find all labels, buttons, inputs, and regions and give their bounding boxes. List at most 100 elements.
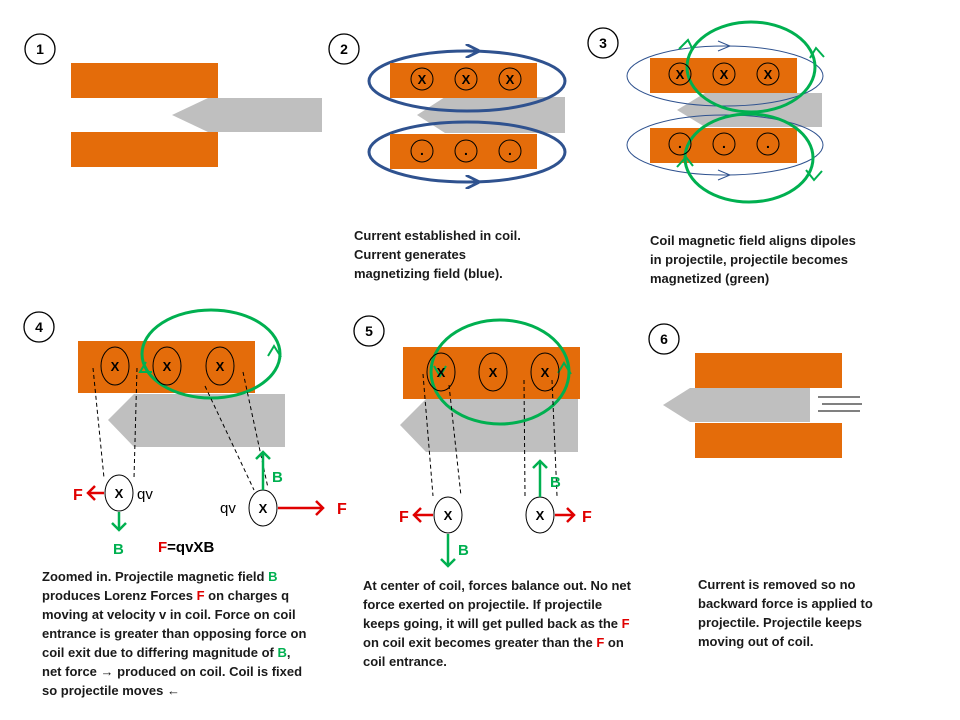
motion-lines <box>818 396 862 412</box>
projectile <box>663 388 810 422</box>
coil-top <box>390 63 537 98</box>
panel-5: 5 X X X X F B <box>353 315 592 568</box>
projectile <box>400 399 578 452</box>
current-into-symbols: X X X <box>100 346 235 386</box>
caption-line: entrance is greater than opposing force … <box>42 626 307 641</box>
field-loop-top <box>626 45 824 107</box>
step-number-circle <box>587 27 619 59</box>
charge-x: X <box>259 501 268 516</box>
current-into-symbols: X X X <box>426 352 560 392</box>
caption-line: moving at velocity v in coil. Force on c… <box>42 607 296 622</box>
current-into-x: X <box>163 359 172 374</box>
caption-line: Current established in coil. <box>354 228 521 243</box>
step-number-circle <box>24 33 56 65</box>
panel-3: 3 X X X . . . <box>587 20 825 204</box>
charge-x: X <box>115 486 124 501</box>
current-into-x: X <box>418 72 427 87</box>
caption-line: Current generates <box>354 247 466 262</box>
projectile <box>108 394 285 447</box>
charge-left: X F B <box>399 496 469 568</box>
current-out-symbols: . . . <box>668 132 780 156</box>
caption-line: Zoomed in. Projectile magnetic field B <box>42 569 278 584</box>
caption-line: coil entrance. <box>363 654 447 669</box>
caption-line: on coil exit becomes greater than the F … <box>363 635 624 650</box>
coil-top <box>695 353 842 388</box>
coil-top <box>71 63 218 98</box>
charge-x: X <box>444 508 453 523</box>
panel-6: 6 <box>648 323 862 458</box>
charge-right: X F B <box>525 459 592 534</box>
caption-line: projectile. Projectile keeps <box>698 615 863 630</box>
caption-step-6: Current is removed so no backward force … <box>698 575 938 651</box>
caption-line: moving out of coil. <box>698 634 814 649</box>
force-label: F <box>337 501 347 518</box>
current-into-x: X <box>111 359 120 374</box>
charge-right: X F qv B <box>220 450 347 527</box>
caption-line: in projectile, projectile becomes <box>650 252 848 267</box>
caption-line: net force → produced on coil. Coil is fi… <box>42 664 303 679</box>
current-into-x: X <box>676 67 685 82</box>
qv-label: qv <box>137 486 153 503</box>
caption-line: backward force is applied to <box>698 596 873 611</box>
caption-line: magnetized (green) <box>650 271 770 286</box>
field-loop-bottom <box>626 114 824 176</box>
current-into-x: X <box>437 365 446 380</box>
charge-x: X <box>536 508 545 523</box>
current-out-dot: . <box>678 135 682 151</box>
step-number: 4 <box>35 319 43 335</box>
caption-line: Coil magnetic field aligns dipoles <box>650 233 856 248</box>
field-label: B <box>550 474 561 491</box>
panel-1: 1 <box>24 33 322 167</box>
current-into-x: X <box>764 67 773 82</box>
step-number-circle <box>648 323 680 355</box>
caption-step-3: Coil magnetic field aligns dipoles in pr… <box>650 231 910 288</box>
caption-line: keeps going, it will get pulled back as … <box>363 616 630 631</box>
step-number: 1 <box>36 41 44 57</box>
field-label: B <box>458 542 469 559</box>
qv-label: qv <box>220 500 236 517</box>
caption-line: coil exit due to differing magnitude of … <box>42 645 291 660</box>
force-label: F <box>582 509 592 526</box>
force-label: F <box>399 509 409 526</box>
current-into-x: X <box>720 67 729 82</box>
caption-step-4: Zoomed in. Projectile magnetic field B p… <box>42 567 342 700</box>
current-into-x: X <box>506 72 515 87</box>
projectile <box>677 93 822 127</box>
current-out-symbols: . . . <box>410 139 522 163</box>
caption-line: At center of coil, forces balance out. N… <box>363 578 631 593</box>
current-out-dot: . <box>464 142 468 158</box>
charge-left: X F qv B <box>73 474 153 558</box>
zoom-lines <box>422 373 558 497</box>
step-number: 5 <box>365 323 373 339</box>
caption-step-2: Current established in coil. Current gen… <box>354 226 574 283</box>
caption-line: magnetizing field (blue). <box>354 266 503 281</box>
current-into-symbols: X X X <box>668 62 780 86</box>
lorentz-formula: F=qvXB <box>158 539 214 556</box>
panel-2: 2 X X X . . . <box>328 33 567 182</box>
step-number: 6 <box>660 331 668 347</box>
coil-bottom <box>695 423 842 458</box>
current-out-dot: . <box>508 142 512 158</box>
current-into-x: X <box>489 365 498 380</box>
step-number: 3 <box>599 35 607 51</box>
field-label: B <box>272 469 283 486</box>
panel-4: 4 X X X X F qv B <box>23 308 347 558</box>
caption-line: produces Lorenz Forces F on charges q <box>42 588 290 603</box>
projectile-field-loop-top <box>685 20 817 114</box>
projectile <box>417 97 565 133</box>
current-out-dot: . <box>420 142 424 158</box>
force-label: F <box>73 487 83 504</box>
current-out-dot: . <box>722 135 726 151</box>
step-number-circle <box>353 315 385 347</box>
projectile <box>172 98 322 132</box>
step-number-circle <box>328 33 360 65</box>
current-into-symbols: X X X <box>410 67 522 91</box>
current-out-dot: . <box>766 135 770 151</box>
current-into-x: X <box>462 72 471 87</box>
caption-line: force exerted on projectile. If projecti… <box>363 597 603 612</box>
caption-step-5: At center of coil, forces balance out. N… <box>363 576 673 671</box>
field-label: B <box>113 541 124 558</box>
caption-line: Current is removed so no <box>698 577 856 592</box>
